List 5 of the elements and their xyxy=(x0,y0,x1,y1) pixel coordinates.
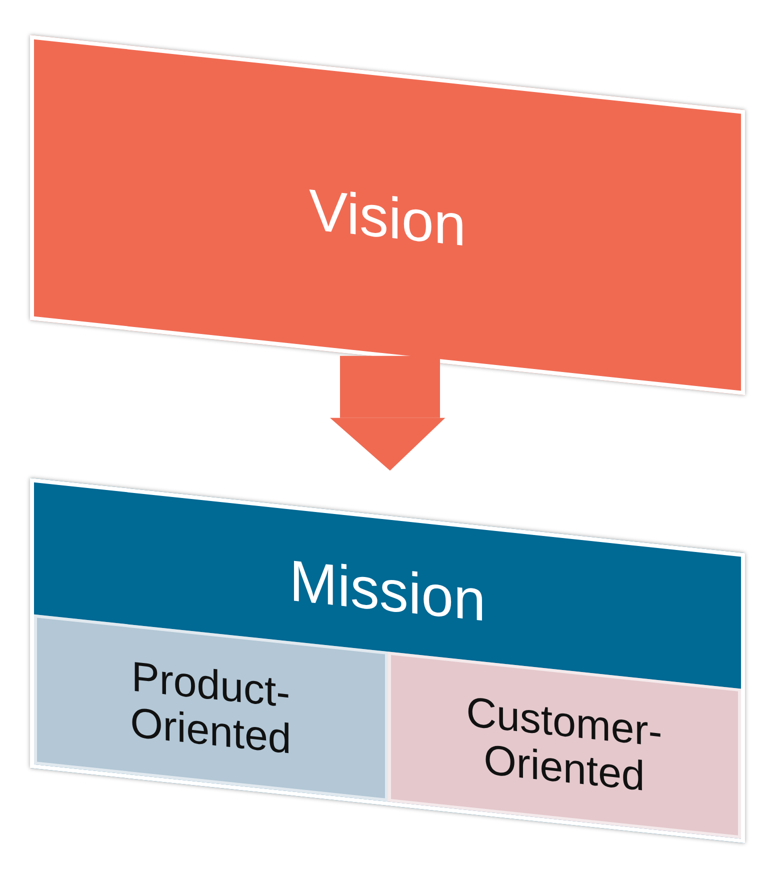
node-label: Customer-Oriented xyxy=(465,686,664,802)
node-label: Product-Oriented xyxy=(129,651,292,764)
node-label: Mission xyxy=(288,547,487,636)
block-arrow xyxy=(330,356,446,471)
node-label: Vision xyxy=(308,176,467,261)
